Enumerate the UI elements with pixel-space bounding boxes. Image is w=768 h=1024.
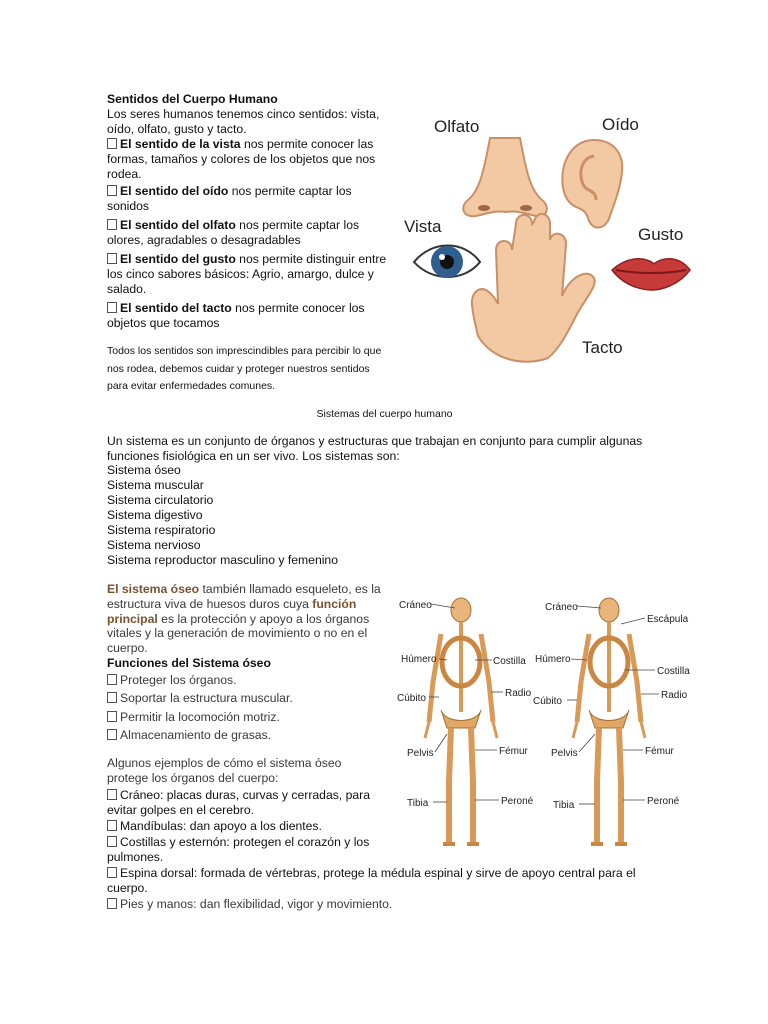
senses-closing: Todos los sentidos son imprescindibles p… [107, 345, 382, 392]
bone-example-item: Cráneo: placas duras, curvas y cerradas,… [107, 788, 370, 817]
sense-item-olfato: El sentido del olfato nos permite captar… [107, 218, 360, 247]
system-item: Sistema óseo [107, 463, 181, 477]
label-costilla: Costilla [493, 656, 526, 667]
bullet-box-icon [107, 138, 117, 149]
label-pelvis: Pelvis [407, 748, 434, 759]
system-item: Sistema muscular [107, 478, 204, 492]
bone-function-item: Almacenamiento de grasas. [107, 728, 271, 743]
systems-heading: Sistemas del cuerpo humano [316, 408, 453, 420]
sense-item-vista: El sentido de la vista nos permite conoc… [107, 137, 376, 181]
system-item: Sistema digestivo [107, 508, 203, 522]
eye-icon [412, 244, 482, 278]
ear-icon [561, 138, 624, 229]
bullet-box-icon [107, 185, 117, 196]
system-item: Sistema reproductor masculino y femenino [107, 553, 338, 567]
bone-example-item: Mandíbulas: dan apoyo a los dientes. [107, 819, 385, 834]
bullet-box-icon [107, 302, 117, 313]
label-costilla: Costilla [657, 666, 690, 677]
system-item: Sistema circulatorio [107, 493, 214, 507]
bone-functions-title: Funciones del Sistema óseo [107, 656, 271, 670]
skeleton-illustration: Cráneo Húmero Costilla Radio Cúbito Pelv… [397, 584, 690, 854]
sense-item-gusto: El sentido del gusto nos permite disting… [107, 252, 387, 296]
hand-icon [471, 213, 596, 363]
system-item: Sistema nervioso [107, 538, 201, 552]
label-olfato: Olfato [434, 117, 479, 136]
lips-icon [610, 258, 691, 291]
label-perone: Peroné [501, 796, 534, 807]
bullet-box-icon [107, 219, 117, 230]
bullet-box-icon [107, 867, 117, 878]
senses-title: Sentidos del Cuerpo Humano [107, 92, 278, 106]
label-femur: Fémur [645, 746, 675, 757]
bone-function-item: Soportar la estructura muscular. [107, 691, 293, 706]
bone-example-item: Espina dorsal: formada de vértebras, pro… [107, 866, 636, 895]
label-radio: Radio [661, 690, 688, 701]
label-humero: Húmero [401, 654, 437, 665]
skeleton-front [425, 598, 497, 844]
bullet-box-icon [107, 253, 117, 264]
label-tacto: Tacto [582, 338, 623, 357]
bone-function-item: Permitir la locomoción motriz. [107, 710, 280, 725]
bone-intro: El sistema óseo también llamado esquelet… [107, 582, 381, 656]
bullet-box-icon [107, 692, 117, 703]
label-craneo: Cráneo [399, 600, 432, 611]
bullet-box-icon [107, 789, 117, 800]
senses-illustration: Olfato Oído Vista Tacto Gusto [404, 115, 691, 363]
label-pelvis: Pelvis [551, 748, 578, 759]
bullet-box-icon [107, 820, 117, 831]
label-humero: Húmero [535, 654, 571, 665]
label-tibia: Tibia [553, 800, 575, 811]
bone-example-item: Costillas y esternón: protegen el corazó… [107, 835, 370, 864]
system-item: Sistema respiratorio [107, 523, 216, 537]
label-gusto: Gusto [638, 225, 683, 244]
bone-function-item: Proteger los órganos. [107, 673, 237, 688]
bone-example-item: Pies y manos: dan flexibilidad, vigor y … [107, 897, 667, 912]
skeleton-back [573, 598, 645, 844]
bullet-box-icon [107, 836, 117, 847]
label-tibia: Tibia [407, 798, 429, 809]
bullet-box-icon [107, 674, 117, 685]
bullet-box-icon [107, 898, 117, 909]
nose-icon [462, 137, 548, 218]
bone-examples-intro: Algunos ejemplos de cómo el sistema óseo… [107, 756, 342, 785]
bullet-box-icon [107, 729, 117, 740]
label-perone: Peroné [647, 796, 680, 807]
label-cubito: Cúbito [397, 693, 426, 704]
sense-item-oido: El sentido del oído nos permite captar l… [107, 184, 352, 213]
label-oido: Oído [602, 115, 639, 134]
bullet-box-icon [107, 711, 117, 722]
label-craneo: Cráneo [545, 602, 578, 613]
label-radio: Radio [505, 688, 532, 699]
label-escapula: Escápula [647, 614, 689, 625]
label-vista: Vista [404, 217, 442, 236]
senses-intro: Los seres humanos tenemos cinco sentidos… [107, 107, 380, 136]
systems-intro: Un sistema es un conjunto de órganos y e… [107, 434, 643, 463]
label-femur: Fémur [499, 746, 529, 757]
sense-item-tacto: El sentido del tacto nos permite conocer… [107, 301, 365, 330]
label-cubito: Cúbito [533, 696, 562, 707]
